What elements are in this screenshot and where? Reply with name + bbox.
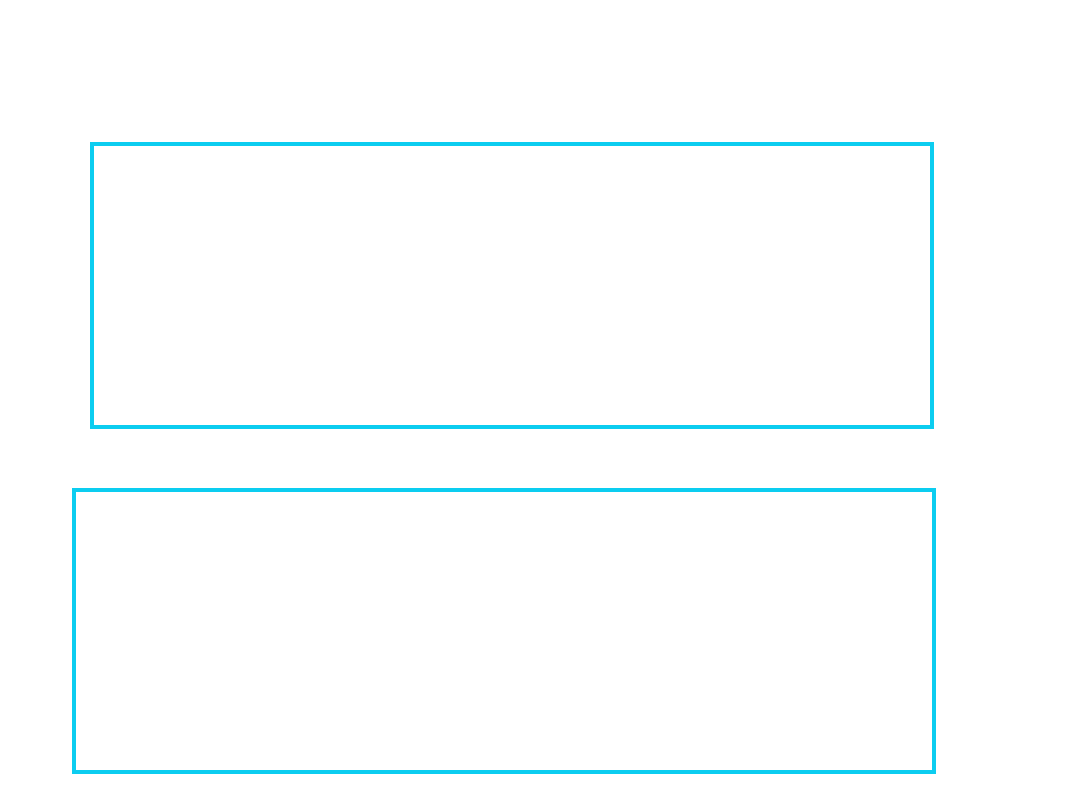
outlined-box-top bbox=[90, 142, 934, 429]
outlined-box-bottom bbox=[72, 488, 936, 774]
